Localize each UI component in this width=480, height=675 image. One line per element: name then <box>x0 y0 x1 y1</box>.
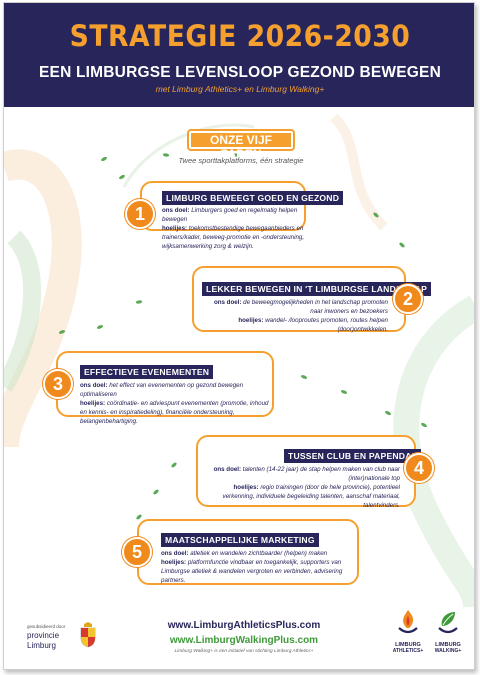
path-card-5: MAATSCHAPPELIJKE MARKETING ons doel: atl… <box>137 519 359 585</box>
background-decoration <box>4 113 474 609</box>
walking-leaf-logo <box>438 612 458 634</box>
path-number-4: 4 <box>404 453 434 483</box>
footprint-icon <box>58 153 427 520</box>
paths-heading-badge: ONZE VIJF PADEN <box>187 129 295 161</box>
how-label: hoelijes: <box>238 317 264 324</box>
path-card-body: ons doel: de beweegmogelijkheden in het … <box>208 298 388 334</box>
goal-text: het effect van evenementen op gezond bew… <box>80 382 244 398</box>
poster-subtitle: EEN LIMBURGSE LEVENSLOOP GEZOND BEWEGEN <box>39 64 441 81</box>
path-number-2: 2 <box>393 284 423 314</box>
province-crest-icon <box>80 622 96 648</box>
poster-title: STRATEGIE 2026-2030 <box>69 19 411 53</box>
walking-logo-line1: LIMBURG <box>435 642 461 648</box>
goal-label: ons doel: <box>162 207 190 214</box>
path-card-1: LIMBURG BEWEEGT GOED EN GEZOND ons doel:… <box>140 181 344 250</box>
path-number-3: 3 <box>43 369 73 399</box>
athletics-logo-text: LIMBURG ATHLETICS+ <box>388 642 428 654</box>
how-text: toekomstbestendige bewegaanbieders en tr… <box>162 225 305 250</box>
walking-logo-text: LIMBURG WALKING+ <box>428 642 468 654</box>
goal-text: Limburgers goed en regelmatig helpen bew… <box>162 207 298 223</box>
path-card-body: ons doel: het effect van evenementen op … <box>80 381 272 426</box>
how-label: hoelijes: <box>80 400 106 407</box>
goal-label: ons doel: <box>161 550 189 557</box>
walking-logo: LIMBURG WALKING+ <box>428 608 468 654</box>
how-text: coördinatie- en adviespunt evenementen (… <box>80 400 269 425</box>
path-number-1: 1 <box>125 199 155 229</box>
how-label: hoelijes: <box>162 225 188 232</box>
walking-logo-line2: WALKING+ <box>434 648 462 654</box>
province-name: provincie Limburg <box>27 631 59 651</box>
how-text: platformfunctie vindbaar en toegankelijk… <box>161 559 343 584</box>
athletics-logo-line2: ATHLETICS+ <box>392 648 424 654</box>
paths-subheading: Twee sporttakplatforms, één strategie <box>178 156 304 165</box>
path-card-title: EFFECTIEVE EVENEMENTEN <box>80 365 214 379</box>
path-card-body: ons doel: talenten (14-22 jaar) de stap … <box>208 465 400 510</box>
poster: STRATEGIE 2026-2030 EEN LIMBURGSE LEVENS… <box>3 2 475 670</box>
path-card-4: TUSSEN CLUB EN PAPENDAL ons doel: talent… <box>196 435 422 510</box>
path-card-title: MAATSCHAPPELIJKE MARKETING <box>161 533 319 547</box>
url-athletics[interactable]: www.LimburgAthleticsPlus.com <box>167 620 321 631</box>
path-card-body: ons doel: Limburgers goed en regelmatig … <box>162 206 306 251</box>
goal-text: de beweegmogelijkheden in het landschap … <box>241 299 388 315</box>
goal-text: talenten (14-22 jaar) de stap helpen mak… <box>241 466 400 482</box>
path-card-body: ons doel: atletiek en wandelen zichtbaar… <box>161 549 357 585</box>
goal-label: ons doel: <box>80 382 108 389</box>
footer-note: Limburg Walking+ is een initiatief van s… <box>174 649 314 654</box>
path-card-title: LIMBURG BEWEEGT GOED EN GEZOND <box>162 191 344 205</box>
athletics-logo-line1: LIMBURG <box>395 642 421 648</box>
paths-heading: ONZE VIJF PADEN <box>191 133 291 161</box>
how-label: hoelijes: <box>161 559 187 566</box>
province-name-line1: provincie <box>27 631 60 640</box>
how-text: wandel- /looproutes promoten, routes hel… <box>263 317 388 333</box>
goal-label: ons doel: <box>213 466 242 473</box>
path-card-title: TUSSEN CLUB EN PAPENDAL <box>284 449 422 463</box>
header-banner: STRATEGIE 2026-2030 EEN LIMBURGSE LEVENS… <box>4 3 474 107</box>
how-label: hoelijes: <box>233 484 259 491</box>
path-card-title: LEKKER BEWEGEN IN 'T LIMBURGSE LANDSCHAP <box>202 282 432 296</box>
province-name-line2: Limburg <box>27 641 56 650</box>
athletics-flame-logo <box>398 610 418 634</box>
how-text: regio trainingen (door de hele provincie… <box>222 484 401 509</box>
goal-text: atletiek en wandelen zichtbaarder (helpe… <box>188 550 328 557</box>
poster-tagline: met Limburg Athletics+ en Limburg Walkin… <box>155 84 325 94</box>
province-label: gesubsidieerd door <box>27 624 66 629</box>
goal-label: ons doel: <box>213 299 242 306</box>
path-card-2: LEKKER BEWEGEN IN 'T LIMBURGSE LANDSCHAP… <box>192 266 432 334</box>
athletics-logo: LIMBURG ATHLETICS+ <box>388 608 428 654</box>
path-number-5: 5 <box>122 537 152 567</box>
url-walking[interactable]: www.LimburgWalkingPlus.com <box>169 635 319 646</box>
path-card-3: EFFECTIEVE EVENEMENTEN ons doel: het eff… <box>56 351 274 425</box>
